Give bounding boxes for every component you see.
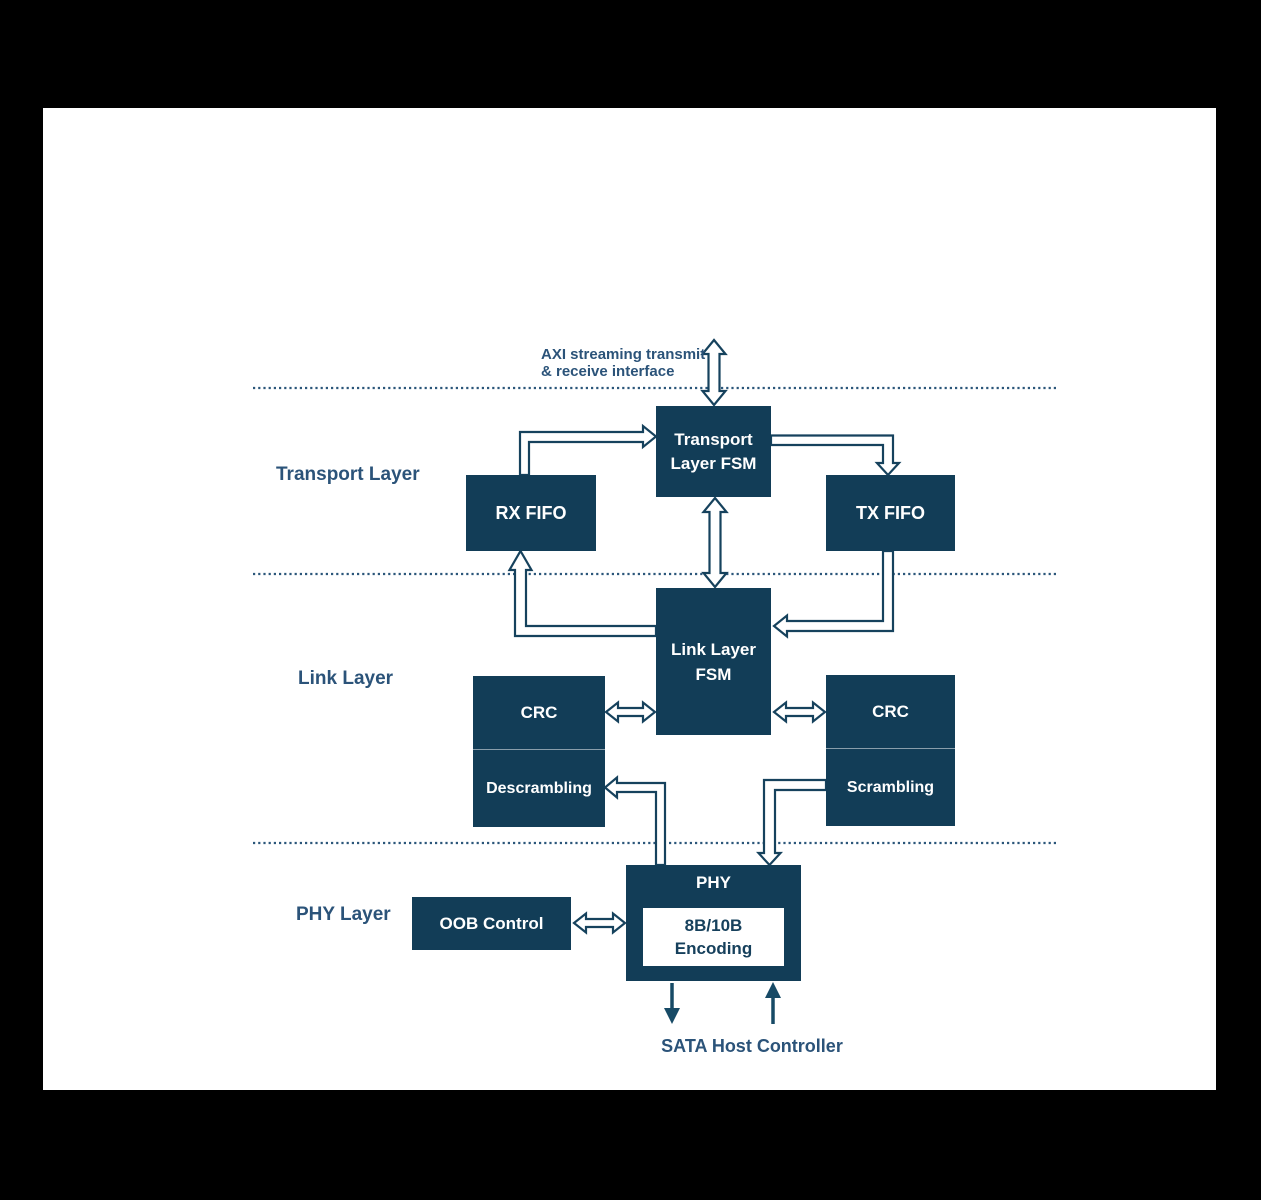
axi-note-line2: & receive interface	[541, 363, 675, 380]
arrow-rxfifo-to-transport-fsm	[518, 423, 658, 477]
sata-host-label: SATA Host Controller	[661, 1036, 843, 1056]
arrow-transport-fsm-link-fsm	[701, 496, 729, 589]
arrow-txfifo-to-link-fsm	[772, 549, 895, 639]
crc-tx-label: CRC	[872, 701, 909, 721]
diagram-panel: AXI streaming transmit & receive interfa…	[43, 108, 1216, 1090]
arrow-link-fsm-crc-left	[604, 700, 657, 724]
phy-label: PHY	[696, 873, 731, 892]
transport-layer-label: Transport Layer	[276, 464, 420, 485]
crc-rx-label: CRC	[520, 702, 558, 722]
arrow-link-fsm-to-rxfifo	[507, 548, 658, 638]
block-8b10b-encoding: 8B/10B Encoding	[643, 908, 784, 966]
arrow-oob-phy	[572, 911, 627, 935]
link-layer-label: Link Layer	[298, 668, 394, 689]
block-crc-descrambling: CRC Descrambling	[473, 676, 605, 827]
block-crc-scrambling: CRC Scrambling	[826, 675, 955, 826]
axi-interface-note: AXI streaming transmit & receive interfa…	[541, 346, 705, 380]
arrow-phy-out-down-head	[664, 1008, 680, 1024]
block-link-layer-fsm: Link Layer FSM	[656, 588, 771, 735]
descrambling-label: Descrambling	[473, 749, 605, 827]
arrow-link-fsm-crc-right	[772, 700, 827, 724]
arrow-phy-to-descrambling	[603, 775, 667, 867]
block-rx-fifo: RX FIFO	[466, 475, 596, 551]
scrambling-label: Scrambling	[826, 748, 955, 826]
arrow-into-phy-up-head	[765, 982, 781, 998]
arrow-transport-fsm-to-txfifo	[769, 434, 902, 477]
block-phy: PHY 8B/10B Encoding	[626, 865, 801, 981]
block-tx-fifo: TX FIFO	[826, 475, 955, 551]
phy-layer-label: PHY Layer	[296, 904, 391, 925]
block-oob-control: OOB Control	[412, 897, 571, 950]
arrow-axi-transport-fsm	[700, 338, 728, 407]
axi-note-line1: AXI streaming transmit	[541, 346, 706, 363]
block-transport-layer-fsm: Transport Layer FSM	[656, 406, 771, 497]
arrow-scrambling-to-phy	[755, 778, 828, 867]
